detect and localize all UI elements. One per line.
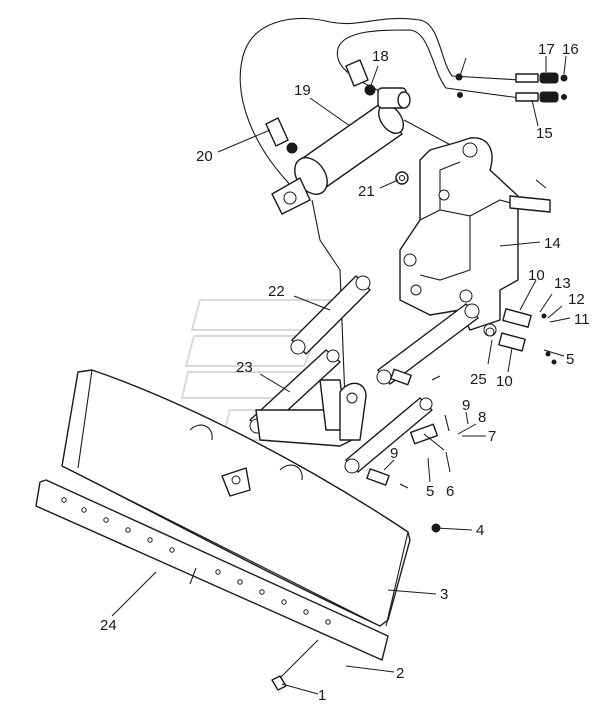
callout-10-upper: 10	[528, 267, 545, 284]
callout-17: 17	[538, 41, 555, 58]
callout-16: 16	[562, 41, 579, 58]
cutting-edge	[35, 479, 389, 661]
callout-6: 6	[446, 483, 454, 500]
bushing	[395, 171, 409, 185]
callout-7: 7	[488, 428, 496, 445]
callout-9-lower: 9	[390, 445, 398, 462]
callout-19: 19	[294, 82, 311, 99]
hydraulic-cylinder	[271, 87, 411, 215]
callout-22: 22	[268, 283, 285, 300]
callout-10-lower: 10	[496, 373, 513, 390]
push-arms	[249, 275, 480, 474]
callout-5-upper: 5	[566, 351, 574, 368]
callout-23: 23	[236, 359, 253, 376]
hydraulic-hoses	[239, 17, 521, 401]
callout-20: 20	[196, 148, 213, 165]
callout-4: 4	[476, 522, 484, 539]
callout-11: 11	[574, 311, 590, 328]
leader-lines	[111, 55, 571, 695]
cylinder-fittings	[265, 59, 376, 154]
callout-labels: 1 2 3 4 5 5 6 7 8 9 9 10 10 11 12 13 14 …	[100, 41, 590, 704]
callout-24: 24	[100, 617, 117, 634]
callout-8: 8	[478, 409, 486, 426]
callout-1: 1	[318, 687, 326, 704]
callout-5-lower: 5	[426, 483, 434, 500]
callout-2: 2	[396, 665, 404, 682]
callout-15: 15	[536, 125, 553, 142]
callout-13: 13	[554, 275, 571, 292]
callout-9-upper: 9	[462, 397, 470, 414]
callout-18: 18	[372, 48, 389, 65]
callout-14: 14	[544, 235, 561, 252]
dozer-blade	[61, 369, 411, 627]
pins-and-fasteners	[366, 308, 557, 489]
callout-21: 21	[358, 183, 375, 200]
callout-25: 25	[470, 371, 487, 388]
hose-fittings	[455, 72, 568, 103]
callout-3: 3	[440, 586, 448, 603]
callout-12: 12	[568, 291, 585, 308]
